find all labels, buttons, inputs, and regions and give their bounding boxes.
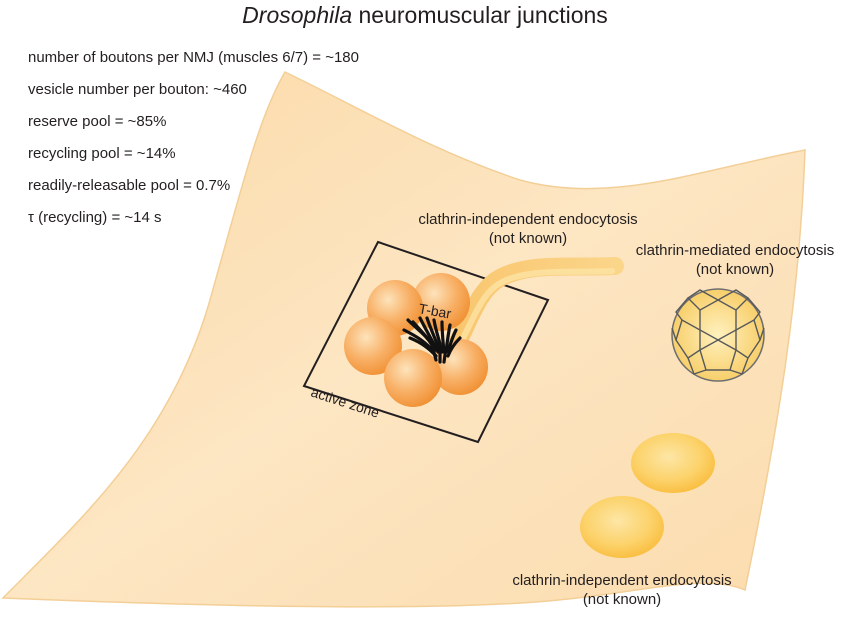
clathrin-cage: [671, 288, 765, 382]
title-italic: Drosophila: [242, 2, 353, 28]
vesicle: [344, 317, 402, 375]
stat-reserve-pool: reserve pool = ~85%: [28, 113, 167, 130]
label-cie-top-line1: clathrin-independent endocytosis: [418, 211, 638, 228]
vesicle: [384, 349, 442, 407]
stat-rrp: readily-releasable pool = 0.7%: [28, 177, 231, 194]
endocytic-tubule-highlight: [458, 268, 615, 345]
label-cie-top: clathrin-independent endocytosis (not kn…: [400, 210, 656, 248]
endocytic-tubule: [446, 257, 624, 357]
membrane-sheet: [1, 71, 806, 608]
stat-vesicles: vesicle number per bouton: ~460: [28, 81, 247, 98]
t-bar-structure: [402, 316, 462, 364]
stat-tau: τ (recycling) = ~14 s: [28, 209, 162, 226]
label-cme: clathrin-mediated endocytosis (not known…: [620, 241, 850, 279]
title-rest: neuromuscular junctions: [352, 2, 608, 28]
t-bar-label: T-bar: [417, 300, 452, 321]
label-cie-top-line2: (not known): [488, 230, 568, 247]
label-cme-line1: clathrin-mediated endocytosis: [635, 242, 835, 259]
stat-recycling-pool: recycling pool = ~14%: [28, 145, 176, 162]
label-cie-bottom-line1: clathrin-independent endocytosis: [512, 572, 732, 589]
endocytic-bulb-lower: [580, 496, 664, 558]
endocytic-bulb-upper: [631, 433, 715, 493]
stat-boutons: number of boutons per NMJ (muscles 6/7) …: [28, 49, 359, 66]
label-cie-bottom: clathrin-independent endocytosis (not kn…: [494, 571, 750, 609]
label-cie-bottom-line2: (not known): [582, 591, 662, 608]
page-title: Drosophila neuromuscular junctions: [0, 2, 850, 29]
label-cme-line2: (not known): [695, 261, 775, 278]
